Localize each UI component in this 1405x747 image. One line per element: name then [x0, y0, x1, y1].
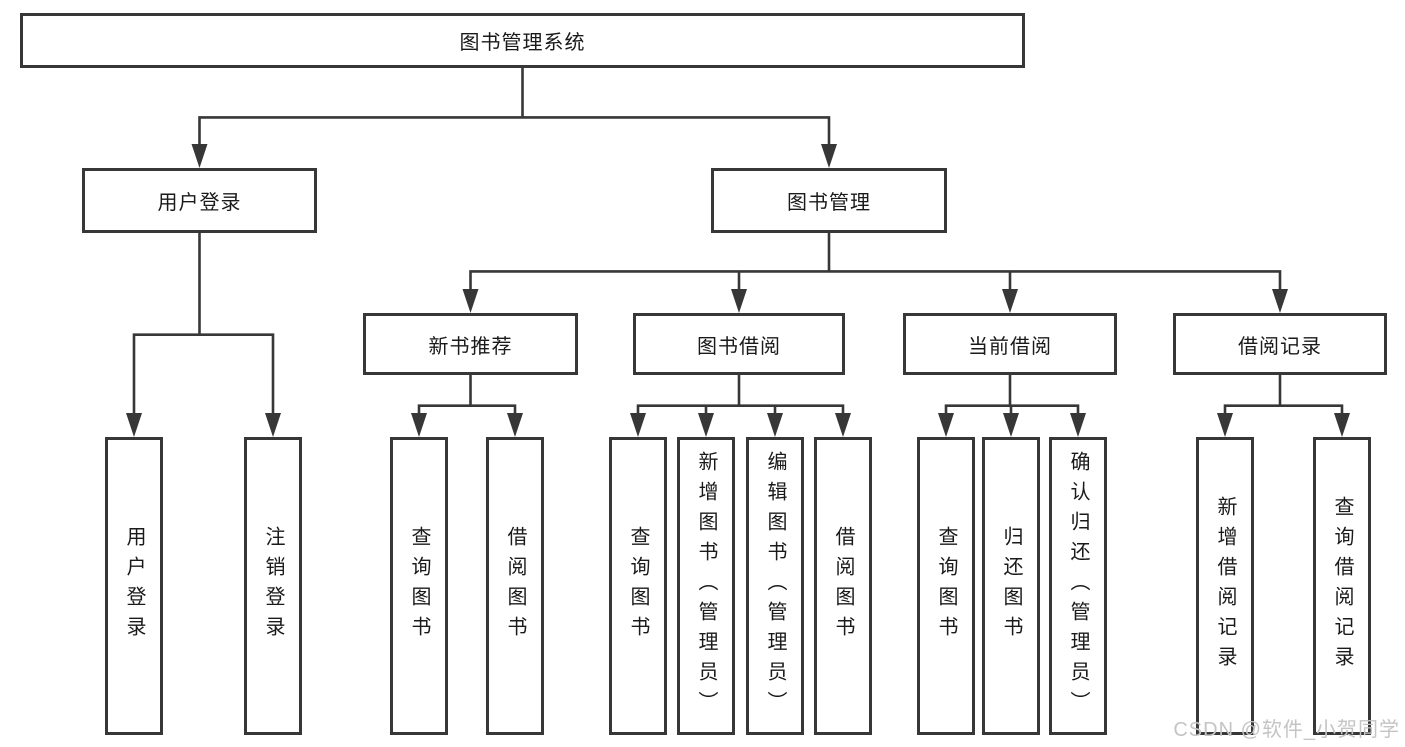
leaf-logout: 注销登录	[244, 437, 302, 735]
watermark: CSDN @软件_小贺同学	[1173, 719, 1400, 741]
node-current-borrowing: 当前借阅	[903, 313, 1117, 375]
leaf-recommend-query-books: 查询图书	[390, 437, 448, 735]
leaf-return-books: 归还图书	[982, 437, 1040, 735]
leaf-confirm-return-admin: 确认归还（管理员）	[1049, 437, 1107, 735]
node-book-borrowing: 图书借阅	[633, 313, 845, 375]
leaf-add-borrow-record: 新增借阅记录	[1196, 437, 1254, 735]
node-user-login-branch: 用户登录	[82, 168, 317, 233]
node-borrowing-records: 借阅记录	[1173, 313, 1387, 375]
leaf-add-books-admin: 新增图书（管理员）	[677, 437, 735, 735]
leaf-user-login: 用户登录	[105, 437, 163, 735]
node-root-system: 图书管理系统	[20, 13, 1025, 68]
leaf-recommend-borrow-books: 借阅图书	[486, 437, 544, 735]
node-book-management-branch: 图书管理	[711, 168, 947, 233]
node-new-book-recommend: 新书推荐	[363, 313, 578, 375]
leaf-borrow-query-books: 查询图书	[609, 437, 667, 735]
leaf-edit-books-admin: 编辑图书（管理员）	[746, 437, 804, 735]
leaf-current-query-books: 查询图书	[917, 437, 975, 735]
leaf-borrow-books: 借阅图书	[814, 437, 872, 735]
leaf-query-borrow-record: 查询借阅记录	[1313, 437, 1371, 735]
